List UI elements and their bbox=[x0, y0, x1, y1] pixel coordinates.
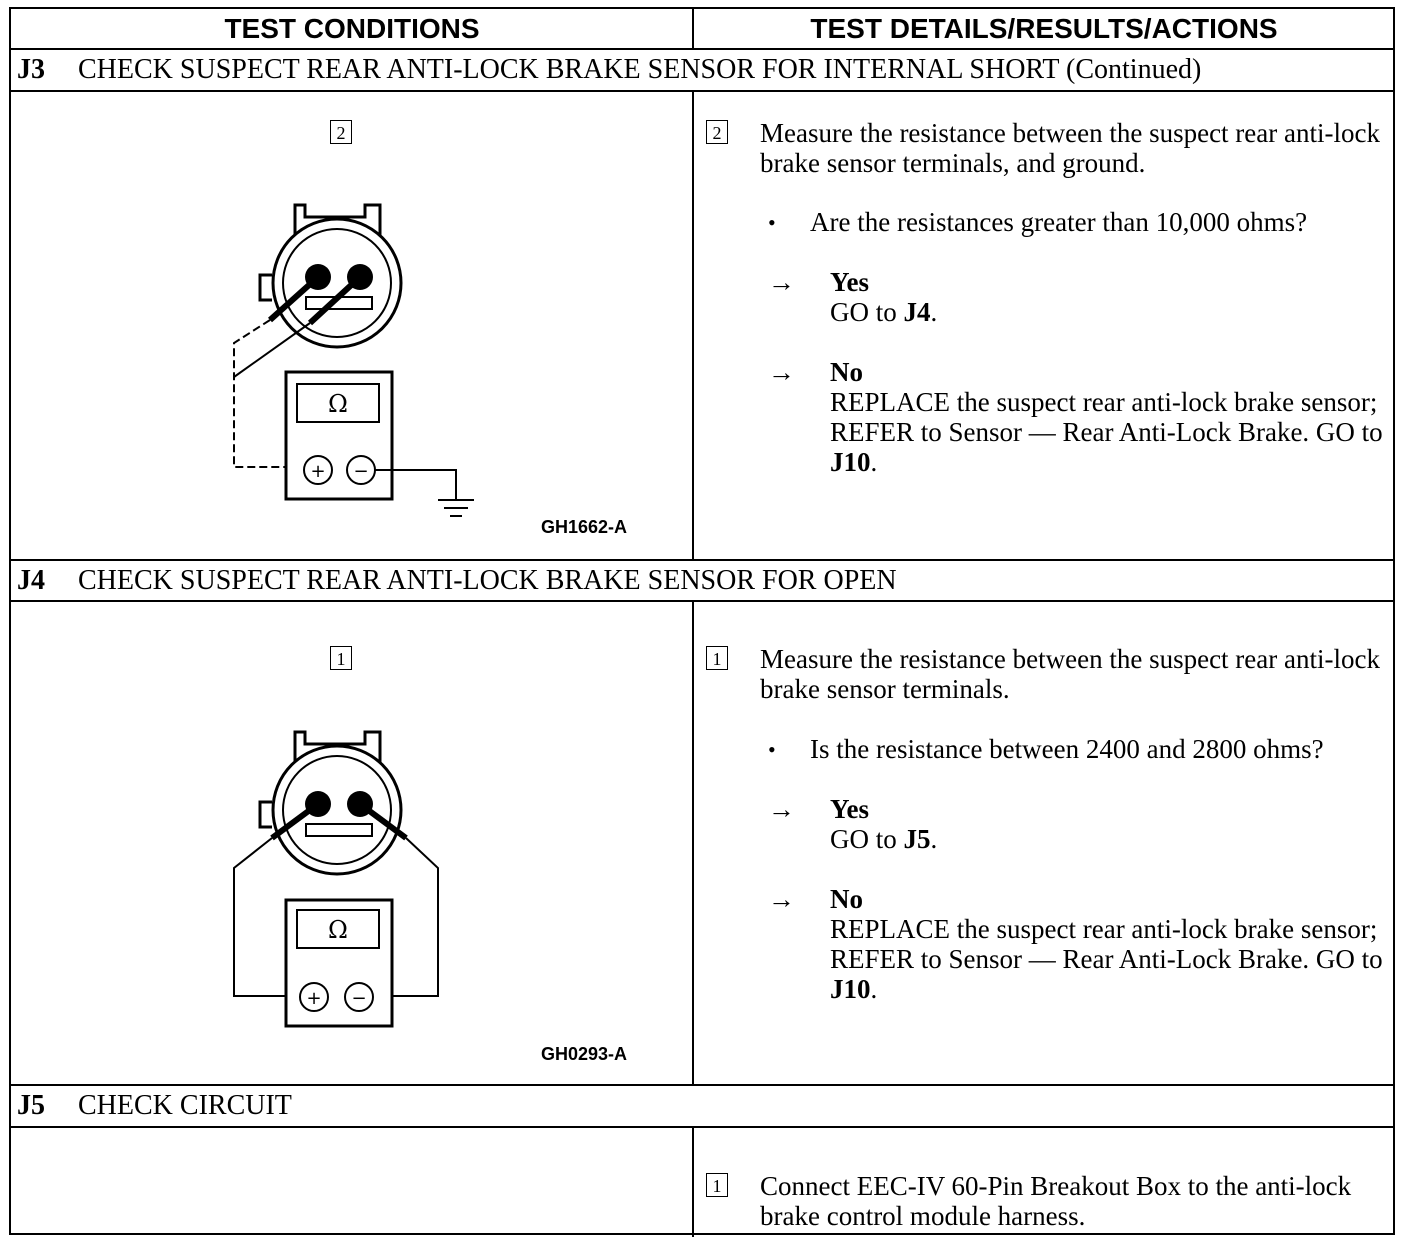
rule bbox=[11, 48, 1393, 50]
no-target: J10 bbox=[830, 447, 871, 477]
step-number: 1 bbox=[706, 646, 728, 670]
figure-step-number: 2 bbox=[330, 120, 352, 144]
step-number: 1 bbox=[706, 1173, 728, 1197]
minus-terminal-icon: − bbox=[353, 461, 368, 482]
column-divider bbox=[692, 600, 694, 1084]
test-table: TEST CONDITIONS TEST DETAILS/RESULTS/ACT… bbox=[9, 7, 1395, 1237]
section-header-j4: J4 CHECK SUSPECT REAR ANTI-LOCK BRAKE SE… bbox=[11, 561, 1393, 601]
meter-display-text: Ω bbox=[328, 916, 348, 944]
yes-action: GO to bbox=[830, 297, 897, 327]
figure-step-number: 1 bbox=[330, 646, 352, 670]
question-text: Are the resistances greater than 10,000 … bbox=[810, 207, 1308, 237]
column-divider bbox=[692, 9, 694, 48]
section-code: J3 bbox=[17, 54, 45, 85]
no-answer: No REPLACE the suspect rear anti-lock br… bbox=[830, 884, 1383, 1004]
no-target: J10 bbox=[830, 974, 871, 1004]
no-answer: No REPLACE the suspect rear anti-lock br… bbox=[830, 357, 1383, 477]
question-text: Is the resistance between 2400 and 2800 … bbox=[810, 734, 1324, 764]
rule bbox=[11, 90, 1393, 92]
section-code: J4 bbox=[17, 565, 45, 596]
yes-label: Yes bbox=[830, 794, 869, 824]
column-header-test-conditions: TEST CONDITIONS bbox=[224, 13, 480, 44]
section-title: CHECK SUSPECT REAR ANTI-LOCK BRAKE SENSO… bbox=[78, 565, 897, 596]
minus-terminal-icon: − bbox=[351, 988, 366, 1009]
rule bbox=[11, 1126, 1393, 1128]
section-title: CHECK CIRCUIT bbox=[78, 1090, 292, 1121]
step-instruction: Connect EEC-IV 60-Pin Breakout Box to th… bbox=[760, 1171, 1352, 1231]
plus-terminal-icon: + bbox=[306, 988, 321, 1009]
step-instruction: Measure the resistance between the suspe… bbox=[760, 118, 1380, 178]
ohmmeter-sensor-terminals-diagram: Ω + − bbox=[233, 730, 439, 1028]
yes-answer: Yes GO to J5. bbox=[830, 794, 938, 854]
section-title: CHECK SUSPECT REAR ANTI-LOCK BRAKE SENSO… bbox=[78, 54, 1202, 85]
figure-id: GH1662-A bbox=[541, 517, 628, 537]
section-header-j3: J3 CHECK SUSPECT REAR ANTI-LOCK BRAKE SE… bbox=[11, 50, 1393, 90]
yes-target: J4 bbox=[903, 297, 931, 327]
rule bbox=[11, 559, 1393, 561]
meter-display-text: Ω bbox=[328, 390, 348, 418]
column-divider bbox=[692, 1126, 694, 1237]
step-instruction: Measure the resistance between the suspe… bbox=[760, 644, 1380, 704]
bullet-icon: • bbox=[768, 210, 776, 235]
no-action: REPLACE the suspect rear anti-lock brake… bbox=[830, 387, 1383, 447]
bullet-icon: • bbox=[768, 737, 776, 762]
step-number: 2 bbox=[706, 120, 728, 144]
column-divider bbox=[692, 90, 694, 559]
no-label: No bbox=[830, 357, 863, 387]
section-code: J5 bbox=[17, 1090, 45, 1121]
figure-id: GH0293-A bbox=[541, 1044, 628, 1064]
no-action: REPLACE the suspect rear anti-lock brake… bbox=[830, 914, 1383, 974]
rule bbox=[11, 600, 1393, 602]
arrow-right-icon: → bbox=[768, 794, 795, 824]
yes-target: J5 bbox=[903, 824, 931, 854]
yes-label: Yes bbox=[830, 267, 869, 297]
no-label: No bbox=[830, 884, 863, 914]
yes-answer: Yes GO to J4. bbox=[830, 267, 938, 327]
arrow-right-icon: → bbox=[768, 267, 795, 297]
plus-terminal-icon: + bbox=[310, 461, 325, 482]
section-header-j5: J5 CHECK CIRCUIT bbox=[11, 1086, 1393, 1126]
yes-action: GO to bbox=[830, 824, 897, 854]
arrow-right-icon: → bbox=[768, 884, 795, 914]
arrow-right-icon: → bbox=[768, 357, 795, 387]
ohmmeter-sensor-ground-diagram: Ω + − bbox=[233, 203, 474, 517]
column-header-test-details: TEST DETAILS/RESULTS/ACTIONS bbox=[810, 13, 1278, 44]
rule bbox=[11, 1084, 1393, 1086]
